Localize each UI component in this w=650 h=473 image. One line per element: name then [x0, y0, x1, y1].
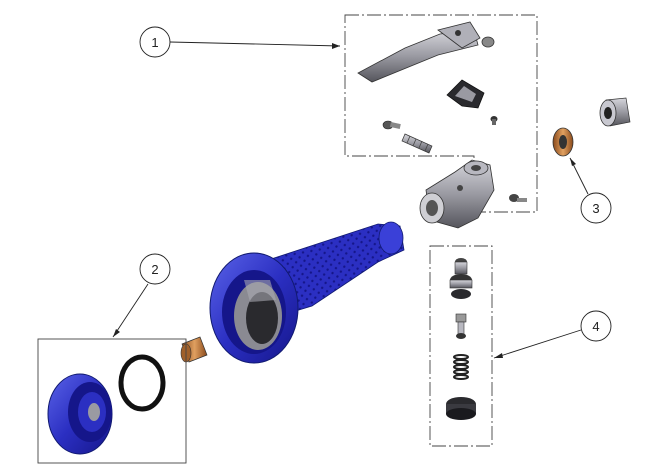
callout-4: 4 — [493, 310, 612, 359]
threaded-shaft-part — [401, 133, 433, 154]
callout-3: 3 — [569, 157, 612, 224]
latch-clip-part — [446, 79, 485, 109]
nozzle-face-cap-part — [47, 373, 113, 455]
lever-handle-part — [357, 21, 495, 83]
callout-2-label: 2 — [151, 262, 158, 277]
spacer-ring-part — [599, 97, 631, 127]
spray-valve-body-part — [419, 159, 495, 229]
mount-bolt-part — [509, 194, 527, 202]
grip-handle-part — [209, 221, 405, 364]
seal-washer-part — [552, 127, 574, 157]
group-4-boundary — [429, 245, 493, 447]
callout-2: 2 — [112, 253, 171, 338]
o-ring-part — [118, 354, 166, 412]
callout-1: 1 — [139, 26, 341, 58]
small-screw-part — [490, 116, 498, 125]
callout-4-label: 4 — [592, 319, 599, 334]
brass-bushing-part — [180, 336, 208, 363]
callout-1-label: 1 — [151, 35, 158, 50]
group-2-boundary — [37, 338, 187, 464]
callout-3-label: 3 — [592, 201, 599, 216]
valve-cartridge-kit-part — [446, 258, 476, 420]
pivot-pin-part — [382, 120, 401, 130]
